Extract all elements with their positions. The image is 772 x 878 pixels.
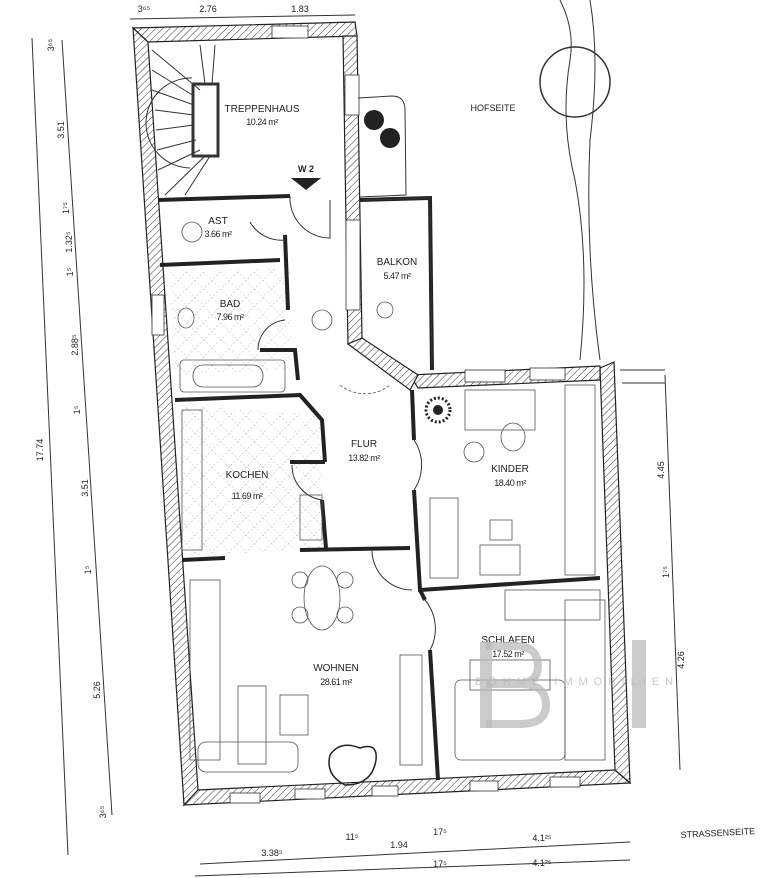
svg-text:3⁶⁵: 3⁶⁵ bbox=[138, 4, 151, 14]
svg-text:3.38⁵: 3.38⁵ bbox=[261, 848, 283, 858]
room-kochen: KOCHEN 11.69 m² bbox=[226, 470, 269, 501]
svg-text:KOCHEN: KOCHEN bbox=[226, 470, 269, 481]
svg-text:2.76: 2.76 bbox=[199, 4, 217, 14]
dimension-lines bbox=[31, 14, 681, 877]
svg-text:1⁷⁵: 1⁷⁵ bbox=[661, 566, 671, 578]
tree bbox=[539, 0, 611, 361]
svg-text:1.32⁵: 1.32⁵ bbox=[64, 231, 74, 253]
svg-text:7.96 m²: 7.96 m² bbox=[216, 312, 244, 322]
svg-text:SCHLAFEN: SCHLAFEN bbox=[481, 635, 534, 646]
svg-text:1.94: 1.94 bbox=[390, 840, 408, 850]
svg-text:28.61 m²: 28.61 m² bbox=[320, 677, 352, 687]
svg-text:17⁵: 17⁵ bbox=[433, 859, 447, 869]
planter-outline bbox=[357, 95, 407, 198]
watermark-bar bbox=[632, 640, 646, 728]
room-bad: BAD 7.96 m² bbox=[216, 299, 244, 322]
svg-text:1⁵: 1⁵ bbox=[83, 565, 93, 574]
svg-text:3.51: 3.51 bbox=[80, 479, 90, 497]
room-flur: FLUR 13.82 m² bbox=[348, 439, 381, 463]
svg-text:BALKON: BALKON bbox=[377, 257, 418, 268]
svg-text:AST: AST bbox=[208, 216, 227, 227]
svg-text:TREPPENHAUS: TREPPENHAUS bbox=[224, 104, 299, 115]
room-schlafen: SCHLAFEN 17.52 m² bbox=[481, 635, 534, 659]
stair-marker: W 2 bbox=[291, 164, 321, 190]
svg-text:4.26: 4.26 bbox=[676, 651, 686, 669]
room-labels: TREPPENHAUS 10.24 m² AST 3.66 m² BALKON 5.4… bbox=[204, 104, 534, 687]
svg-text:2.88⁵: 2.88⁵ bbox=[70, 334, 80, 356]
room-wohnen: WOHNEN 28.61 m² bbox=[313, 663, 359, 687]
svg-text:1⁵: 1⁵ bbox=[65, 267, 75, 276]
kitchen-tile-floor bbox=[178, 405, 325, 555]
svg-text:17⁵: 17⁵ bbox=[433, 827, 447, 837]
svg-text:KINDER: KINDER bbox=[491, 464, 529, 475]
svg-text:1⁷⁵: 1⁷⁵ bbox=[61, 202, 71, 214]
svg-text:4.1²⁵: 4.1²⁵ bbox=[532, 833, 552, 843]
doors bbox=[249, 195, 436, 651]
svg-text:WOHNEN: WOHNEN bbox=[313, 663, 359, 674]
balcony-outline bbox=[361, 197, 433, 371]
windows bbox=[151, 25, 581, 804]
watermark-logo: BÖHME IMMOBILIEN bbox=[475, 640, 679, 728]
plants bbox=[328, 110, 452, 786]
arrow-down-icon bbox=[291, 178, 321, 190]
stair-marker-label: W 2 bbox=[298, 164, 314, 174]
svg-text:3.51: 3.51 bbox=[56, 121, 66, 139]
svg-text:5.47 m²: 5.47 m² bbox=[383, 271, 411, 281]
room-balkon: BALKON 5.47 m² bbox=[377, 257, 418, 281]
dimension-left-total: 17.74 bbox=[35, 439, 45, 462]
svg-text:13.82 m²: 13.82 m² bbox=[348, 453, 380, 463]
svg-text:11.69 m²: 11.69 m² bbox=[232, 491, 263, 501]
staircase bbox=[145, 44, 220, 196]
dimension-right: 4.45 1⁷⁵ 4.26 bbox=[656, 461, 686, 669]
courtyard-side-label: HOFSEITE bbox=[470, 103, 515, 113]
dimension-bottom: 3.38⁵ 11⁵ 1.94 17⁵ 4.1²⁵ 17⁵ 4.1²⁵ bbox=[261, 827, 552, 869]
svg-text:1⁵: 1⁵ bbox=[72, 405, 82, 414]
svg-text:3.66 m²: 3.66 m² bbox=[204, 229, 232, 239]
dimension-left: 3⁶⁵ 3.51 1⁷⁵ 1.32⁵ 1⁵ 2.88⁵ 1⁵ 3.51 1⁵ 5… bbox=[46, 39, 108, 819]
svg-text:4.1²⁵: 4.1²⁵ bbox=[532, 858, 552, 868]
svg-text:11⁵: 11⁵ bbox=[345, 832, 358, 842]
svg-text:5.26: 5.26 bbox=[92, 681, 102, 699]
svg-text:3⁶⁵: 3⁶⁵ bbox=[46, 39, 56, 52]
watermark-text: BÖHME IMMOBILIEN bbox=[475, 676, 679, 688]
watermark-monogram bbox=[480, 642, 551, 728]
room-ast: AST 3.66 m² bbox=[204, 216, 232, 239]
svg-text:10.24 m²: 10.24 m² bbox=[246, 117, 278, 127]
svg-text:17.52 m²: 17.52 m² bbox=[492, 649, 524, 659]
svg-text:3⁶⁵: 3⁶⁵ bbox=[98, 806, 108, 819]
street-side-label: STRASSENSEITE bbox=[680, 826, 755, 840]
dimension-top: 3⁶⁵ 2.76 1.83 bbox=[138, 4, 309, 14]
svg-text:FLUR: FLUR bbox=[351, 439, 377, 450]
room-kinder: KINDER 18.40 m² bbox=[491, 464, 529, 488]
svg-text:4.45: 4.45 bbox=[656, 461, 666, 479]
svg-text:BAD: BAD bbox=[220, 299, 241, 310]
room-treppenhaus: TREPPENHAUS 10.24 m² bbox=[224, 104, 299, 127]
svg-text:18.40 m²: 18.40 m² bbox=[494, 478, 526, 488]
svg-text:1.83: 1.83 bbox=[291, 4, 309, 14]
furniture bbox=[177, 221, 606, 773]
